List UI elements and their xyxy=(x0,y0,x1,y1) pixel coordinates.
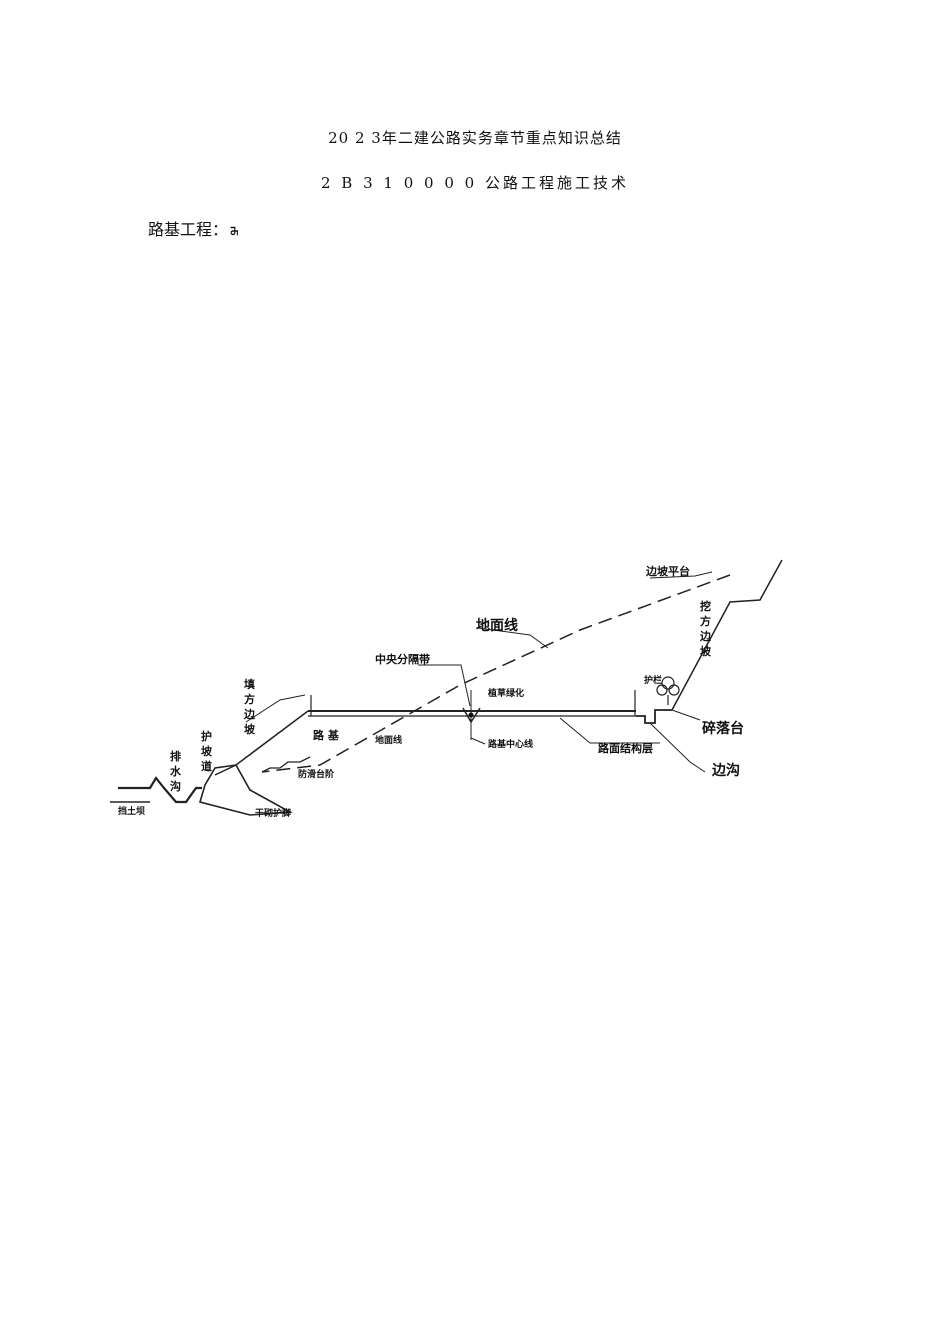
svg-text:排: 排 xyxy=(170,749,181,763)
leader-pavement xyxy=(559,717,660,744)
label-ground-line-low: 地面线 xyxy=(375,734,402,746)
label-retaining: 挡土坝 xyxy=(118,805,145,817)
svg-text:坡: 坡 xyxy=(201,744,213,758)
leader-centerline xyxy=(470,737,486,745)
section-heading: 路基工程：ꔕ xyxy=(148,216,239,240)
label-centerline: 路基中心线 xyxy=(488,738,533,750)
leader-median xyxy=(418,664,471,707)
side-ditch-line xyxy=(636,709,672,724)
label-berm: 护 坡 道 xyxy=(201,729,213,773)
svg-text:坡: 坡 xyxy=(700,644,712,658)
label-median: 中央分隔带 xyxy=(375,652,430,666)
svg-text:边: 边 xyxy=(699,629,712,643)
anti-slide-steps xyxy=(261,756,311,773)
ground-line-dashed xyxy=(261,574,731,773)
centerline-marker xyxy=(468,712,474,718)
leader-platform xyxy=(649,571,713,579)
berm-body xyxy=(198,764,293,816)
leader-rubble xyxy=(671,709,701,721)
svg-text:方: 方 xyxy=(700,614,711,628)
svg-text:沟: 沟 xyxy=(170,779,181,793)
label-pavement-layer: 路面结构层 xyxy=(598,741,653,755)
document-title: 20 2 3年二建公路实务章节重点知识总结 xyxy=(328,129,622,147)
svg-text:边: 边 xyxy=(243,707,256,721)
roadbed-cross-section-diagram: 边坡平台 地面线 挖 方 边 坡 中央分隔带 植草绿化 护栏 填 方 边 坡 路… xyxy=(110,559,783,819)
cut-slope-line xyxy=(671,559,783,711)
label-anti-slide: 防滑台阶 xyxy=(298,768,335,780)
section-heading-text: 路基工程： xyxy=(148,220,229,239)
svg-text:道: 道 xyxy=(201,759,212,773)
label-rubble-platform: 碎落台 xyxy=(702,720,744,737)
label-drain: 排 水 沟 xyxy=(170,749,182,793)
svg-text:坡: 坡 xyxy=(244,722,256,736)
label-planting: 植草绿化 xyxy=(487,687,524,699)
svg-text:填: 填 xyxy=(244,677,255,691)
document-subtitle: 2 B 3 1 0 0 0 0 公路工程施工技术 xyxy=(321,174,629,192)
leader-ground-top xyxy=(477,627,549,649)
leader-ditch xyxy=(649,722,706,773)
label-roadbed: 路 基 xyxy=(313,728,340,742)
shrub-icon xyxy=(656,676,680,705)
drainage-ditch xyxy=(118,776,202,804)
svg-text:挖: 挖 xyxy=(700,599,711,613)
svg-text:方: 方 xyxy=(244,692,255,706)
label-guardrail: 护栏 xyxy=(644,674,662,686)
label-dry-wall: 干砌护脚 xyxy=(255,807,291,819)
label-fill-slope: 填 方 边 坡 xyxy=(243,677,256,736)
label-slope-platform: 边坡平台 xyxy=(645,564,690,578)
leader-fill xyxy=(245,694,306,723)
label-cut-slope: 挖 方 边 坡 xyxy=(699,599,712,658)
section-mark: ꔕ xyxy=(230,225,239,238)
label-ground-line-top: 地面线 xyxy=(476,617,518,634)
label-side-ditch: 边沟 xyxy=(711,762,740,779)
svg-text:水: 水 xyxy=(170,764,182,778)
svg-text:护: 护 xyxy=(201,729,212,743)
